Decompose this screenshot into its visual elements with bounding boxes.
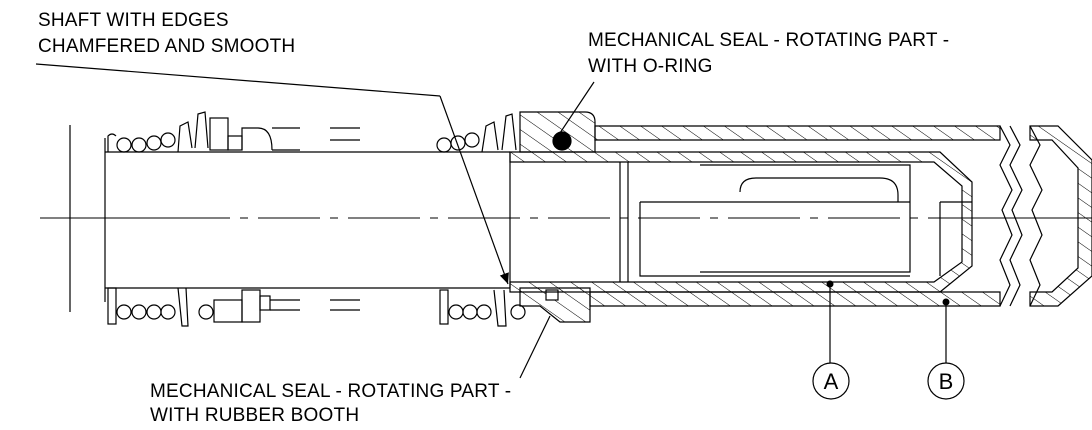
callout-b: B <box>927 362 965 400</box>
spring-bottom-right <box>439 289 526 327</box>
spring-bottom-left <box>107 287 360 327</box>
leader-dot-a <box>826 280 834 288</box>
sleeve-a <box>509 151 973 293</box>
leader-lines <box>35 63 947 379</box>
label-seal-oring-line1: MECHANICAL SEAL - ROTATING PART - <box>588 30 950 51</box>
label-shaft-edges-line2: CHAMFERED AND SMOOTH <box>38 36 296 57</box>
spring-top-left <box>107 111 360 153</box>
seal-oring-part <box>519 111 596 153</box>
sleeve-b <box>589 125 1023 307</box>
end-cap <box>1029 125 1092 307</box>
label-seal-oring-line2: WITH O-RING <box>588 56 713 77</box>
label-seal-booth-line2: WITH RUBBER BOOTH <box>150 405 360 426</box>
callout-b-text: B <box>939 369 954 394</box>
label-shaft-edges-line1: SHAFT WITH EDGES <box>38 10 229 31</box>
seal-booth-part <box>519 287 591 323</box>
spring-top-right <box>436 113 517 153</box>
label-seal-booth-line1: MECHANICAL SEAL - ROTATING PART - <box>150 381 512 402</box>
callout-a: A <box>812 362 850 400</box>
o-ring-icon <box>552 131 572 151</box>
leader-dot-b <box>942 298 950 306</box>
callout-a-text: A <box>824 369 839 394</box>
